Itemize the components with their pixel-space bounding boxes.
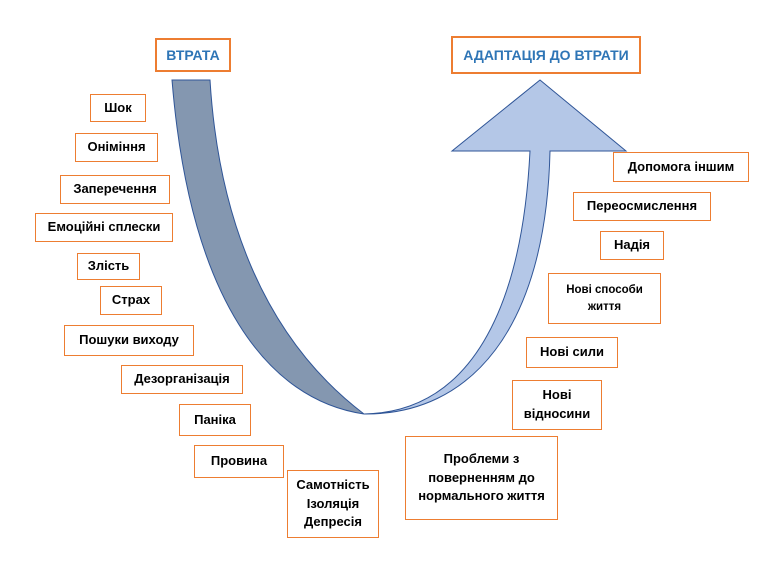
problems-line-1: Проблеми з (443, 450, 520, 466)
stage-new-ways-of-life: Нові способи життя (548, 273, 661, 324)
isolation-label: Ізоляція (306, 495, 360, 511)
stage-denial: Заперечення (60, 175, 170, 204)
descending-loss-arrow (171, 79, 365, 415)
new-relationships-line-1: Нові (542, 387, 572, 403)
new-relationships-line-2: відносини (523, 406, 591, 421)
stage-rethinking: Переосмислення (573, 192, 711, 221)
ascending-adaptation-arrow (363, 79, 628, 415)
loss-header: ВТРАТА (155, 38, 231, 72)
adaptation-header: АДАПТАЦІЯ ДО ВТРАТИ (451, 36, 641, 74)
problems-returning-to-normal-life: Проблеми з поверненням до нормального жи… (405, 436, 558, 520)
depression-label: Депресія (304, 514, 362, 530)
stage-emotional-outbursts: Емоційні сплески (35, 213, 173, 242)
stage-shock: Шок (90, 94, 146, 122)
stage-new-strength: Нові сили (526, 337, 618, 368)
stage-hope: Надія (600, 231, 664, 260)
new-ways-line-2: життя (587, 300, 622, 313)
stage-anger: Злість (77, 253, 140, 280)
stage-new-relationships: Нові відносини (512, 380, 602, 430)
loneliness-label: Самотність (296, 476, 370, 492)
stage-disorganization: Дезорганізація (121, 365, 243, 394)
problems-line-3: нормального життя (418, 488, 545, 504)
stage-panic: Паніка (179, 404, 251, 436)
problems-line-2: поверненням до (428, 469, 535, 485)
stage-helping-others: Допомога іншим (613, 152, 749, 182)
stage-search-for-way-out: Пошуки виходу (64, 325, 194, 356)
stage-guilt: Провина (194, 445, 284, 478)
stage-fear: Страх (100, 286, 162, 315)
stage-numbness: Оніміння (75, 133, 158, 162)
new-ways-line-1: Нові способи (566, 283, 643, 296)
stage-loneliness-isolation-depression: Самотність Ізоляція Депресія (287, 470, 379, 538)
